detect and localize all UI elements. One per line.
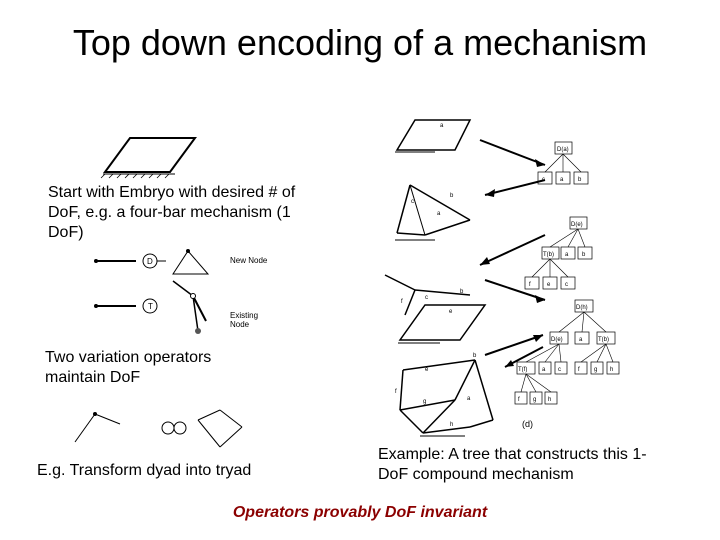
- embryo-four-bar-diagram: [100, 137, 197, 179]
- new-node-label: New Node: [230, 256, 268, 265]
- tree3-root: D(h): [576, 305, 588, 311]
- mech4-label-h: h: [450, 422, 453, 428]
- mech2-label-a: a: [437, 211, 441, 217]
- example-description: Example: A tree that constructs this 1-D…: [378, 446, 647, 483]
- tree1-leaf-3: b: [578, 177, 582, 183]
- existing-node-label: Existing Node: [230, 311, 259, 329]
- tree3-leaf-3: c: [558, 367, 561, 373]
- tree2-leaf-a: a: [565, 252, 569, 258]
- embryo-description: Start with Embryo with desired # of DoF,…: [48, 184, 296, 241]
- tree2-child: T(b): [543, 252, 554, 258]
- dyad-description: E.g. Transform dyad into tryad: [37, 462, 252, 479]
- tree1-root: D(a): [557, 147, 569, 153]
- mech4-label-f: f: [395, 389, 397, 395]
- tree3-leaf-2: a: [542, 367, 546, 373]
- dyad-to-tryad-diagram: [74, 409, 243, 448]
- tree3-leaf-8: g: [533, 397, 536, 403]
- mech4-label-a: a: [467, 396, 471, 402]
- tree3-child-1: D(e): [551, 337, 563, 343]
- mech2-label-c: c: [411, 199, 414, 205]
- operator-d-symbol: D: [147, 257, 153, 266]
- page-title: Top down encoding of a mechanism: [72, 22, 648, 63]
- tree3-leaf-6: h: [610, 367, 613, 373]
- operator-t-symbol: T: [148, 302, 153, 311]
- mech3-label-e: e: [449, 309, 453, 315]
- mech4-label-b: b: [473, 353, 477, 359]
- tree3-child-3: T(b): [598, 337, 609, 343]
- mechanism-sequence-diagram: a D(a) c a b b a c D(e) T(b) a b f e c: [384, 119, 620, 437]
- mech4-label-e: e: [425, 367, 429, 373]
- mech2-label-b: b: [450, 193, 454, 199]
- tree3-leaf-9: h: [548, 397, 551, 403]
- figure-label-d: (d): [522, 419, 533, 429]
- footer-note: Operators provably DoF invariant: [232, 504, 488, 521]
- tree3-leaf-4: f: [578, 367, 580, 373]
- tree3-leaf-7: f: [518, 397, 520, 403]
- tree3-child-2: a: [579, 337, 583, 343]
- tree2-leaf-c: c: [565, 282, 568, 288]
- mech3-label-b: b: [460, 289, 464, 295]
- mech3-label-c: c: [425, 295, 428, 301]
- tree2-root: D(e): [571, 222, 583, 228]
- operators-description: Two variation operators maintain DoF: [45, 349, 212, 386]
- tree1-leaf-2: a: [560, 177, 564, 183]
- tree1-leaf-1: c: [542, 177, 545, 183]
- variation-operators-diagram: D T: [94, 249, 210, 334]
- tree2-leaf-e: e: [547, 282, 551, 288]
- mech3-label-f: f: [401, 299, 403, 305]
- tree3-leaf-1: T(f): [518, 367, 527, 373]
- tree3-leaf-5: g: [594, 367, 597, 373]
- mech4-label-g: g: [423, 399, 426, 405]
- tree2-leaf-f: f: [529, 282, 531, 288]
- link-label-a: a: [440, 123, 444, 129]
- tree2-leaf-b: b: [582, 252, 586, 258]
